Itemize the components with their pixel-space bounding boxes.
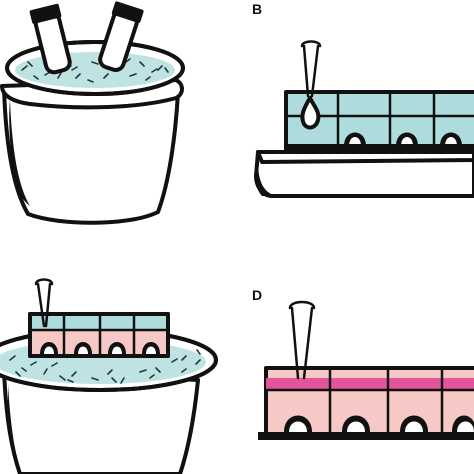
panel-label-d: D xyxy=(252,287,262,303)
pipette-icon xyxy=(34,278,54,328)
tube-icon xyxy=(29,3,72,75)
pipette-icon xyxy=(288,300,316,380)
tray-icon xyxy=(254,150,474,198)
reagent-band xyxy=(266,378,474,390)
panel-label-b: B xyxy=(252,1,262,17)
well-plate-icon xyxy=(264,366,474,436)
panel-a xyxy=(0,1,185,225)
ice-surface xyxy=(15,52,175,88)
pipette-icon xyxy=(300,40,322,98)
ice-bucket-icon xyxy=(0,40,185,225)
well-plate-icon xyxy=(28,312,170,358)
panel-d: D xyxy=(252,287,474,440)
tube-icon xyxy=(98,1,144,72)
panel-c xyxy=(0,278,218,474)
droplet-icon xyxy=(300,96,321,130)
panel-b: B xyxy=(252,1,474,198)
